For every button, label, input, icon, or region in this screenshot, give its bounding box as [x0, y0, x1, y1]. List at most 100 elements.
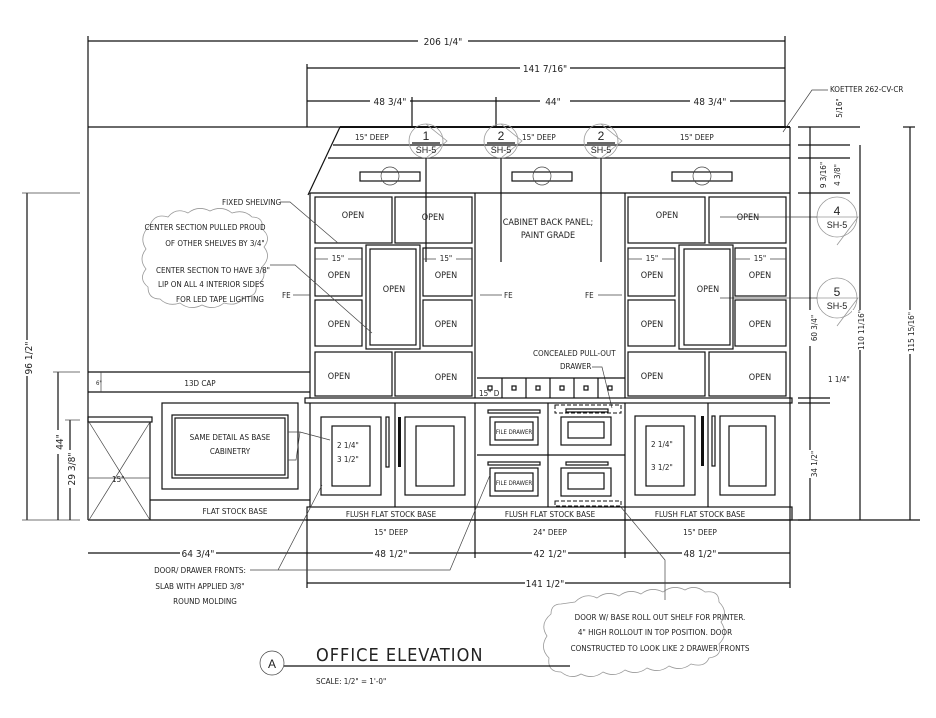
- section-tags: 1 SH-5 2 SH-5 2 SH-5 4 SH-5 5 SH-5: [408, 123, 859, 327]
- svg-text:DOOR W/ BASE ROLL OUT SHELF FO: DOOR W/ BASE ROLL OUT SHELF FOR PRINTER.: [575, 613, 746, 622]
- bottom-dimensions: 15" DEEP 24" DEEP 15" DEEP 64 3/4" 48 1/…: [88, 520, 791, 590]
- svg-text:34 1/2": 34 1/2": [810, 451, 819, 477]
- svg-text:CONCEALED PULL-OUT: CONCEALED PULL-OUT: [533, 349, 616, 358]
- cloud-note-printer: DOOR W/ BASE ROLL OUT SHELF FOR PRINTER.…: [543, 505, 750, 677]
- svg-text:CENTER SECTION TO HAVE 3/8": CENTER SECTION TO HAVE 3/8": [156, 266, 270, 275]
- fronts-note: DOOR/ DRAWER FRONTS: SLAB WITH APPLIED 3…: [154, 474, 491, 606]
- cell-open: OPEN: [342, 211, 364, 221]
- svg-text:FLAT STOCK BASE: FLAT STOCK BASE: [203, 507, 268, 516]
- svg-text:FLUSH FLAT STOCK BASE: FLUSH FLAT STOCK BASE: [346, 510, 437, 519]
- dim-upper-width: 141 7/16": [523, 64, 567, 75]
- svg-text:24" DEEP: 24" DEEP: [533, 528, 567, 537]
- right-dimensions: KOETTER 262-CV-CR 5/16" 9 3/16" 4 3/8" 6…: [782, 85, 920, 521]
- cell-open: OPEN: [422, 213, 444, 223]
- dim-upper-left: 48 3/4": [374, 97, 407, 108]
- svg-text:2: 2: [498, 129, 505, 143]
- svg-text:13D CAP: 13D CAP: [184, 379, 216, 388]
- svg-text:15" DEEP: 15" DEEP: [683, 528, 717, 537]
- svg-text:FILE DRAWER: FILE DRAWER: [496, 429, 533, 436]
- cell-open: OPEN: [737, 213, 759, 223]
- label-fe: FE: [585, 291, 594, 300]
- cell-open: OPEN: [641, 320, 663, 330]
- cabinet-door[interactable]: [404, 416, 466, 496]
- svg-text:CABINET BACK PANEL;: CABINET BACK PANEL;: [503, 218, 594, 228]
- svg-text:PAINT GRADE: PAINT GRADE: [521, 231, 575, 241]
- svg-text:DOOR/ DRAWER FRONTS:: DOOR/ DRAWER FRONTS:: [154, 566, 246, 575]
- svg-text:SH-5: SH-5: [491, 145, 512, 155]
- svg-text:FLUSH FLAT STOCK BASE: FLUSH FLAT STOCK BASE: [655, 510, 746, 519]
- svg-text:48 1/2": 48 1/2": [375, 549, 408, 560]
- cell-open: OPEN: [656, 211, 678, 221]
- cell-open: OPEN: [641, 372, 663, 382]
- svg-text:SAME DETAIL AS BASE: SAME DETAIL AS BASE: [190, 433, 271, 442]
- svg-text:1 1/4": 1 1/4": [828, 375, 850, 384]
- svg-text:15" DEEP: 15" DEEP: [374, 528, 408, 537]
- file-drawer[interactable]: FILE DRAWER: [487, 409, 541, 446]
- cell-open: OPEN: [435, 320, 457, 330]
- cell-open: OPEN: [383, 285, 405, 295]
- door-pull[interactable]: [398, 417, 401, 467]
- svg-text:CENTER SECTION PULLED PROUD: CENTER SECTION PULLED PROUD: [145, 223, 266, 232]
- concealed-drawer-row[interactable]: [487, 378, 613, 398]
- svg-text:4: 4: [834, 204, 841, 218]
- section-tag-5[interactable]: 5 SH-5: [720, 277, 859, 327]
- label-15-deep: 15" DEEP: [680, 133, 714, 142]
- printer-door-drawer-front[interactable]: [554, 461, 622, 507]
- svg-text:SH-5: SH-5: [416, 145, 437, 155]
- dim-overall-width: 206 1/4": [424, 37, 463, 48]
- section-tag-2[interactable]: 2 SH-5: [483, 123, 523, 159]
- section-tag-4[interactable]: 4 SH-5: [720, 196, 859, 246]
- svg-text:29 3/8": 29 3/8": [67, 453, 78, 486]
- svg-text:SLAB WITH APPLIED 3/8": SLAB WITH APPLIED 3/8": [155, 582, 244, 591]
- door-pull[interactable]: [711, 415, 716, 467]
- svg-text:2 1/4": 2 1/4": [337, 441, 359, 450]
- svg-text:3 1/2": 3 1/2": [337, 455, 359, 464]
- svg-text:115 15/16": 115 15/16": [907, 312, 916, 352]
- section-tag-2b[interactable]: 2 SH-5: [583, 123, 623, 159]
- cell-open: OPEN: [641, 271, 663, 281]
- svg-text:LIP ON ALL 4 INTERIOR SIDES: LIP ON ALL 4 INTERIOR SIDES: [158, 280, 264, 289]
- base-left-doors: 2 1/4" 3 1/2": [309, 403, 476, 507]
- cell-open: OPEN: [749, 320, 771, 330]
- svg-text:110 11/16": 110 11/16": [857, 310, 866, 350]
- svg-text:15": 15": [112, 475, 124, 484]
- dim-upper-right: 48 3/4": [694, 97, 727, 108]
- svg-text:FOR LED TAPE LIGHTING: FOR LED TAPE LIGHTING: [176, 295, 264, 304]
- left-bench-area: 13D CAP 6" 15" SAME DETAIL AS BASE CABIN…: [87, 371, 331, 521]
- cell-open: OPEN: [435, 373, 457, 383]
- cabinet-door[interactable]: [634, 415, 696, 496]
- svg-text:SH-5: SH-5: [827, 220, 848, 230]
- door-pull[interactable]: [701, 416, 704, 466]
- svg-text:6": 6": [96, 380, 102, 387]
- svg-text:5/16": 5/16": [835, 98, 844, 117]
- svg-text:DRAWER: DRAWER: [560, 362, 591, 371]
- label-15-deep: 15" DEEP: [522, 133, 556, 142]
- cabinet-door[interactable]: [719, 415, 776, 496]
- printer-door-drawer-front[interactable]: [554, 404, 622, 446]
- drawing-title: OFFICE ELEVATION: [316, 645, 483, 666]
- cell-open: OPEN: [749, 271, 771, 281]
- cell-open: OPEN: [328, 271, 350, 281]
- section-tag-1[interactable]: 1 SH-5: [408, 123, 448, 159]
- file-drawer[interactable]: FILE DRAWER: [487, 461, 541, 497]
- door-pull[interactable]: [385, 416, 390, 468]
- svg-text:15" D: 15" D: [479, 389, 500, 398]
- svg-text:ROUND MOLDING: ROUND MOLDING: [173, 597, 237, 606]
- cell-open: OPEN: [328, 320, 350, 330]
- cloud-note-center-section: CENTER SECTION PULLED PROUD OF OTHER SHE…: [141, 208, 373, 334]
- svg-text:OF OTHER SHELVES BY 3/4": OF OTHER SHELVES BY 3/4": [165, 239, 264, 248]
- upper-center-back-panel: CABINET BACK PANEL; PAINT GRADE FE FE CO…: [477, 193, 626, 409]
- svg-text:SH-5: SH-5: [827, 301, 848, 311]
- cell-open: OPEN: [328, 372, 350, 382]
- countertop: [304, 397, 793, 404]
- cabinet-door[interactable]: [320, 416, 382, 496]
- svg-text:FIXED SHELVING: FIXED SHELVING: [222, 198, 281, 207]
- svg-text:FLUSH FLAT STOCK BASE: FLUSH FLAT STOCK BASE: [505, 510, 596, 519]
- light-fixtures: [359, 166, 733, 186]
- svg-text:15": 15": [754, 254, 766, 263]
- label-fe: FE: [282, 291, 291, 300]
- cell-open: OPEN: [435, 271, 457, 281]
- upper-right-hutch: OPEN OPEN OPEN OPEN OPEN OPEN OPEN OPEN …: [627, 196, 787, 397]
- cell-open: OPEN: [697, 285, 719, 295]
